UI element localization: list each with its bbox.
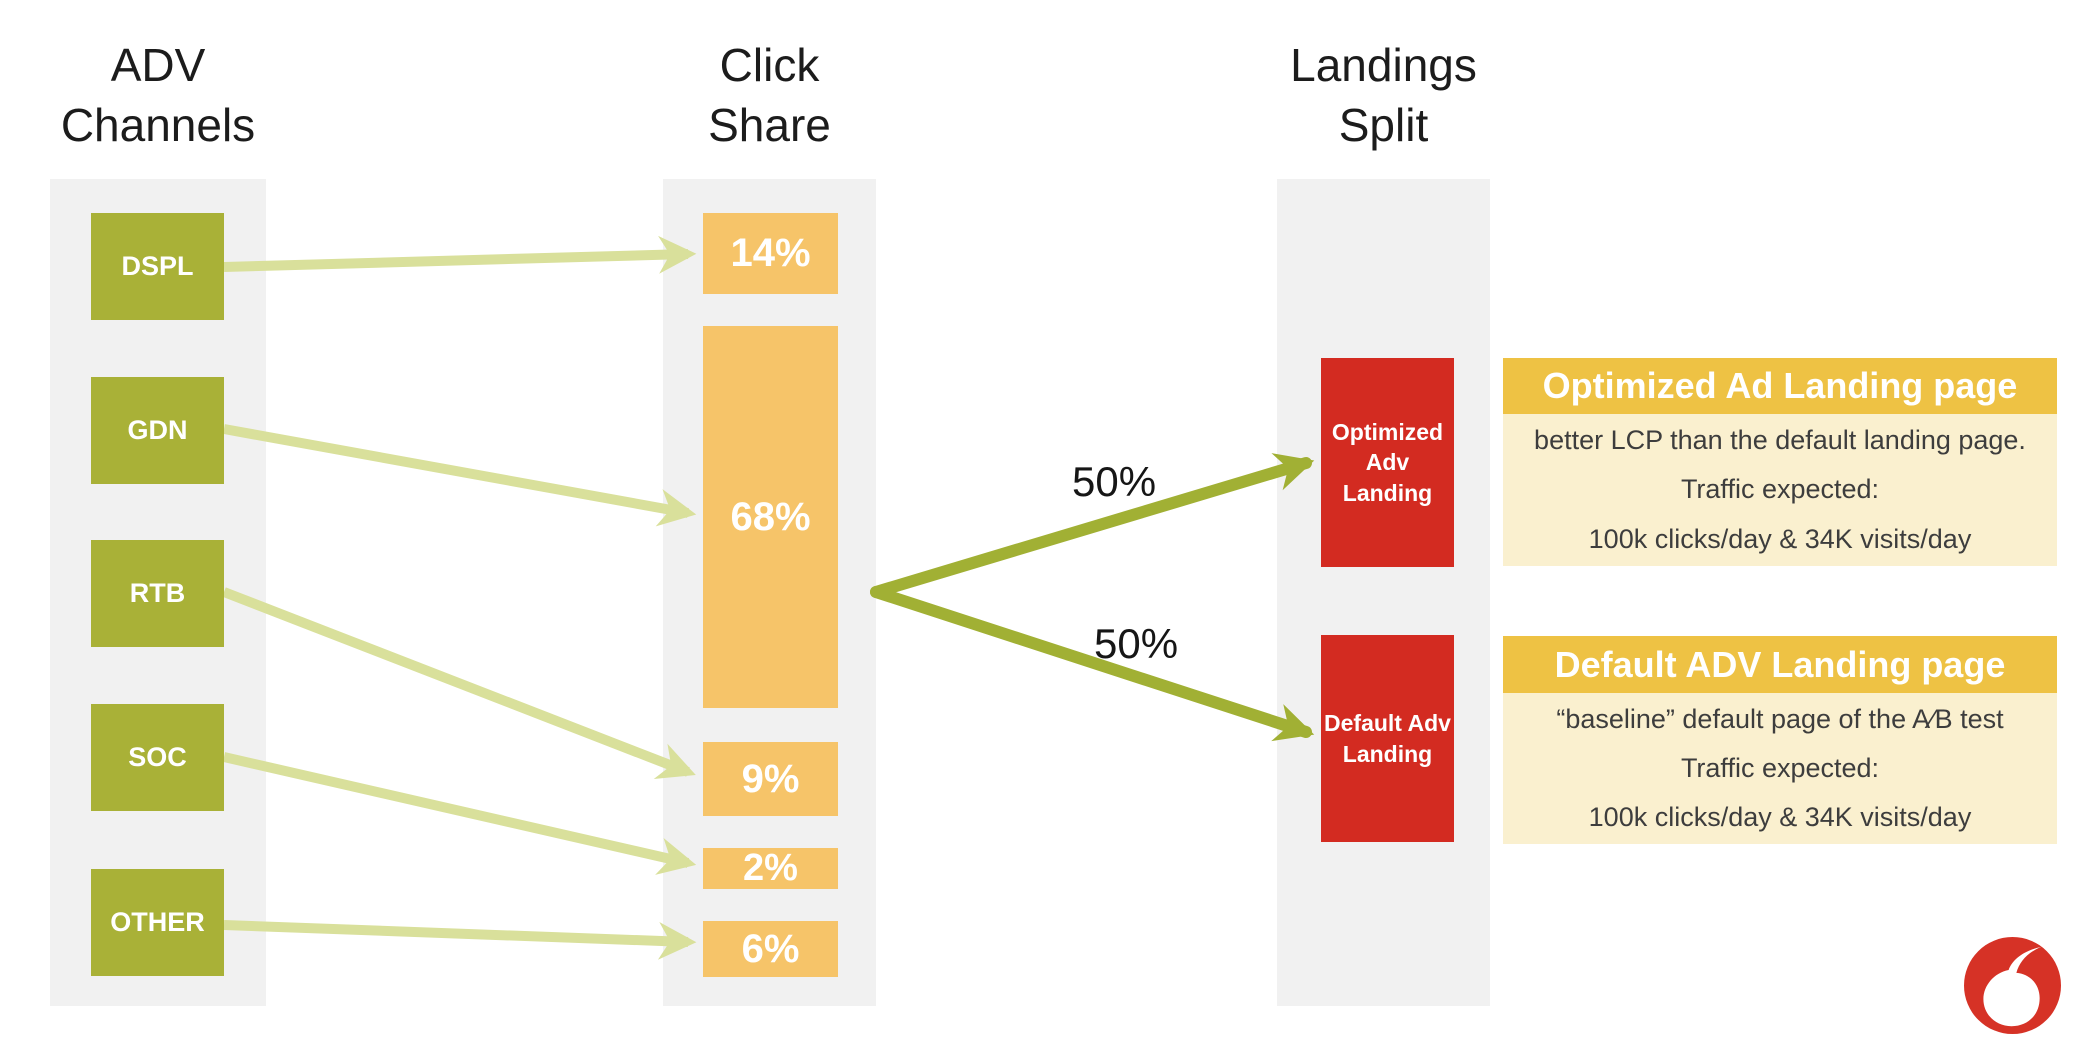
- card-body-default: “baseline” default page of the A⁄B test …: [1503, 693, 2057, 844]
- vodafone-logo-icon: [1964, 937, 2061, 1034]
- card-line: “baseline” default page of the A⁄B test: [1556, 703, 2004, 734]
- channel-box-gdn: GDN: [91, 377, 224, 484]
- card-line: Traffic expected:: [1680, 752, 1880, 783]
- card-title-optimized: Optimized Ad Landing page: [1503, 358, 2057, 414]
- landings-split-column-bg: [1277, 179, 1490, 1006]
- share-box-14: 14%: [703, 213, 838, 294]
- share-box-6: 6%: [703, 921, 838, 977]
- split-label-lower: 50%: [1094, 620, 1179, 667]
- card-body-optimized: better LCP than the default landing page…: [1503, 414, 2057, 566]
- arrow-soc-to-2: [222, 752, 697, 875]
- channel-box-other: OTHER: [91, 869, 224, 976]
- channel-box-dspl: DSPL: [91, 213, 224, 320]
- arrow-dspl-to-14: [223, 235, 697, 274]
- column-title-landings-split: Landings Split: [1290, 39, 1477, 151]
- column-title-click-share: Click Share: [708, 39, 831, 151]
- arrow-gdn-to-68: [223, 424, 697, 527]
- share-box-2: 2%: [703, 847, 838, 889]
- card-line: Traffic expected:: [1680, 474, 1880, 505]
- split-label-upper: 50%: [1072, 458, 1157, 505]
- share-box-68: 68%: [703, 326, 838, 708]
- channel-box-rtb: RTB: [91, 540, 224, 647]
- column-title-adv-channels: ADV Channels: [60, 39, 256, 151]
- arrow-other-to-6: [223, 920, 697, 960]
- arrow-rtb-to-9: [222, 587, 696, 779]
- card-line: 100k clicks/day & 34K visits/day: [1588, 523, 1972, 554]
- card-title-default: Default ADV Landing page: [1503, 636, 2057, 693]
- card-line: 100k clicks/day & 34K visits/day: [1588, 802, 1972, 833]
- card-line: better LCP than the default landing page…: [1534, 425, 2026, 456]
- share-box-9: 9%: [703, 742, 838, 816]
- landing-box-optimized: Optimized Adv Landing: [1321, 358, 1454, 567]
- landing-box-default: Default Adv Landing: [1321, 635, 1454, 842]
- channel-box-soc: SOC: [91, 704, 224, 811]
- arrow-split-to-default: [870, 586, 1315, 742]
